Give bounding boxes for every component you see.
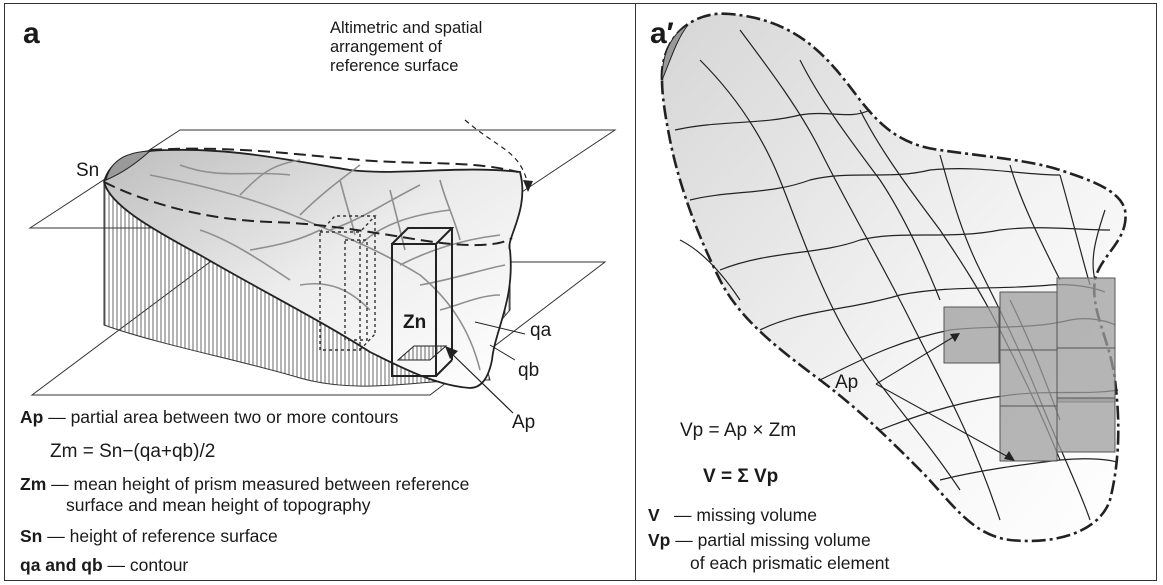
ap-label-a: Ap	[512, 412, 536, 433]
panel-divider	[635, 3, 636, 581]
vp-formula: Vp = Ap × Zm	[680, 420, 797, 441]
figure-frame	[4, 3, 1157, 581]
qb-label: qb	[518, 360, 540, 381]
qa-label: qa	[530, 320, 552, 341]
legend-zm-line2: surface and mean height of topography	[66, 495, 371, 515]
prism-cells	[943, 277, 1116, 462]
sn-label: Sn	[76, 160, 100, 181]
reference-outline	[103, 147, 519, 247]
dotted-prism	[319, 215, 377, 351]
legend-qa-qb: qa and qb — contour	[20, 555, 189, 575]
ap-label-b: Ap	[835, 372, 859, 393]
zn-prism	[391, 227, 455, 377]
topographic-surface	[103, 148, 524, 389]
legend-vp: Vp — partial missing volume	[648, 530, 871, 550]
legend-vp-line2: of each prismatic element	[690, 553, 890, 573]
zm-formula: Zm = Sn−(qa+qb)/2	[50, 441, 216, 462]
reference-surface-callout: Altimetric and spatial arrangement of re…	[330, 19, 483, 75]
v-formula: V = Σ Vp	[703, 466, 779, 487]
legend-ap: Ap — partial area between two or more co…	[20, 407, 399, 427]
topographic-area	[660, 12, 1127, 543]
legend-sn: Sn — height of reference surface	[20, 526, 278, 546]
legend-zm: Zm — mean height of prism measured betwe…	[20, 474, 470, 494]
zn-label: Zn	[403, 312, 427, 333]
panel-a-letter: a	[23, 17, 40, 50]
legend-v: V— missing volume	[648, 505, 817, 525]
panel-a-prime-letter: a′	[650, 17, 674, 50]
